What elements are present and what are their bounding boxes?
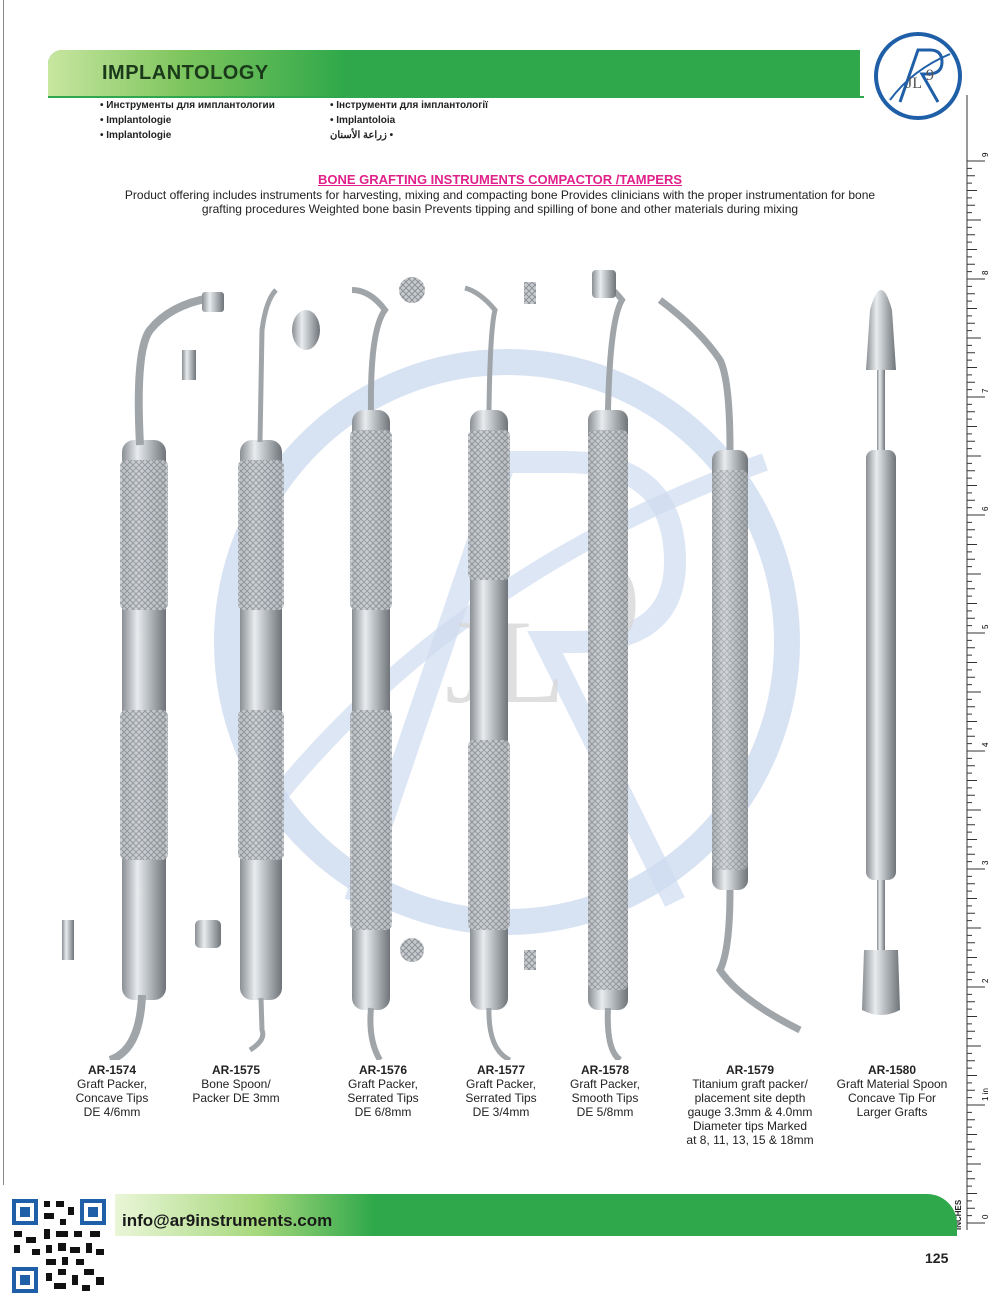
- product-code: AR-1574: [87, 1063, 137, 1077]
- product-code: AR-1575: [211, 1063, 261, 1077]
- ruler-numbers: 0 1 in 2 3 4 5 6 7 8 9: [981, 152, 990, 1219]
- section-title: BONE GRAFTING INSTRUMENTS COMPACTOR /TAM…: [318, 172, 682, 187]
- header-band: [48, 50, 860, 96]
- instrument-ar-1580: [862, 290, 900, 1015]
- product-description-line: Concave Tips: [75, 1091, 149, 1105]
- product-description-line: DE 5/8mm: [576, 1105, 634, 1119]
- ruler-number: 9: [981, 152, 990, 157]
- footer-band: [115, 1194, 957, 1236]
- product-description-line: at 8, 11, 13, 15 & 18mm: [686, 1133, 814, 1147]
- ruler-number: 6: [981, 506, 990, 511]
- qr-code[interactable]: [10, 1197, 108, 1295]
- instrument-ar-1574: [62, 292, 224, 1060]
- instruments-illustration: [62, 270, 900, 1060]
- product-description-line: Graft Material Spoon: [836, 1077, 948, 1091]
- product-label-ar-1574: AR-1574 Graft Packer, Concave Tips DE 4/…: [50, 1063, 174, 1119]
- product-description-line: Graft Packer,: [347, 1077, 419, 1091]
- instrument-ar-1577: [464, 282, 536, 1060]
- product-code: AR-1578: [580, 1063, 630, 1077]
- product-description-line: DE 4/6mm: [83, 1105, 141, 1119]
- instrument-ar-1578: [588, 270, 628, 1060]
- instrument-ar-1575: [195, 288, 320, 1053]
- product-label-ar-1577: AR-1577 Graft Packer, Serrated Tips DE 3…: [446, 1063, 556, 1119]
- language-item: Інструменти для імплантології: [330, 100, 488, 111]
- footer-email[interactable]: info@ar9instruments.com: [122, 1211, 333, 1230]
- instrument-ar-1576: [350, 277, 425, 1060]
- header-rule: [48, 96, 864, 98]
- language-item: Implantologie: [100, 115, 171, 126]
- product-description-line: Serrated Tips: [347, 1091, 419, 1105]
- ruler-number: 8: [981, 270, 990, 275]
- product-description-line: gauge 3.3mm & 4.0mm: [687, 1105, 813, 1119]
- language-item: Implantologie: [100, 130, 171, 141]
- ruler-number: 5: [981, 624, 990, 629]
- product-description-line: Larger Grafts: [856, 1105, 928, 1119]
- product-code: AR-1580: [867, 1063, 917, 1077]
- product-code: AR-1576: [358, 1063, 408, 1077]
- product-label-ar-1579: AR-1579 Titanium graft packer/ placement…: [670, 1063, 830, 1147]
- ruler-ticks: [967, 160, 985, 1224]
- page-title: IMPLANTOLOGY: [102, 62, 269, 84]
- ruler-number: 1 in: [981, 1088, 990, 1101]
- product-label-ar-1578: AR-1578 Graft Packer, Smooth Tips DE 5/8…: [552, 1063, 658, 1119]
- product-label-ar-1575: AR-1575 Bone Spoon/ Packer DE 3mm: [180, 1063, 292, 1105]
- product-description-line: Smooth Tips: [571, 1091, 639, 1105]
- ruler-number: 0: [981, 1214, 990, 1219]
- instrument-ar-1579: [657, 297, 802, 1034]
- product-description-line: Graft Packer,: [465, 1077, 537, 1091]
- product-description-line: DE 6/8mm: [354, 1105, 412, 1119]
- ruler-number: 7: [981, 388, 990, 393]
- product-description-line: Titanium graft packer/: [692, 1077, 808, 1091]
- ruler-number: 2: [981, 978, 990, 983]
- page-border: [3, 0, 4, 1185]
- ruler-number: 4: [981, 742, 990, 747]
- language-item: زراعة الأسنان: [330, 130, 393, 141]
- brand-logo: JL 9: [874, 32, 962, 120]
- product-description-line: Packer DE 3mm: [192, 1091, 280, 1105]
- section-description: Product offering includes instruments fo…: [124, 188, 876, 216]
- language-item: Implantoloia: [330, 115, 395, 126]
- svg-text:JL: JL: [906, 75, 922, 92]
- product-description-line: DE 3/4mm: [472, 1105, 530, 1119]
- svg-text:9: 9: [926, 67, 934, 84]
- language-item: Инструменты для имплантологии: [100, 100, 275, 111]
- product-description-line: Bone Spoon/: [201, 1077, 271, 1091]
- product-description-line: Graft Packer,: [76, 1077, 148, 1091]
- product-description-line: Serrated Tips: [465, 1091, 537, 1105]
- page-number: 125: [925, 1250, 949, 1266]
- inch-ruler: 0 1 in 2 3 4 5 6 7 8 9: [966, 95, 990, 1230]
- product-label-ar-1580: AR-1580 Graft Material Spoon Concave Tip…: [826, 1063, 958, 1119]
- product-code: AR-1579: [725, 1063, 775, 1077]
- ruler-number: 3: [981, 860, 990, 865]
- product-code: AR-1577: [476, 1063, 526, 1077]
- product-description-line: placement site depth: [694, 1091, 806, 1105]
- product-description-line: Graft Packer,: [569, 1077, 641, 1091]
- product-description-line: Diameter tips Marked: [692, 1119, 808, 1133]
- product-label-ar-1576: AR-1576 Graft Packer, Serrated Tips DE 6…: [328, 1063, 438, 1119]
- product-description-line: Concave Tip For: [847, 1091, 937, 1105]
